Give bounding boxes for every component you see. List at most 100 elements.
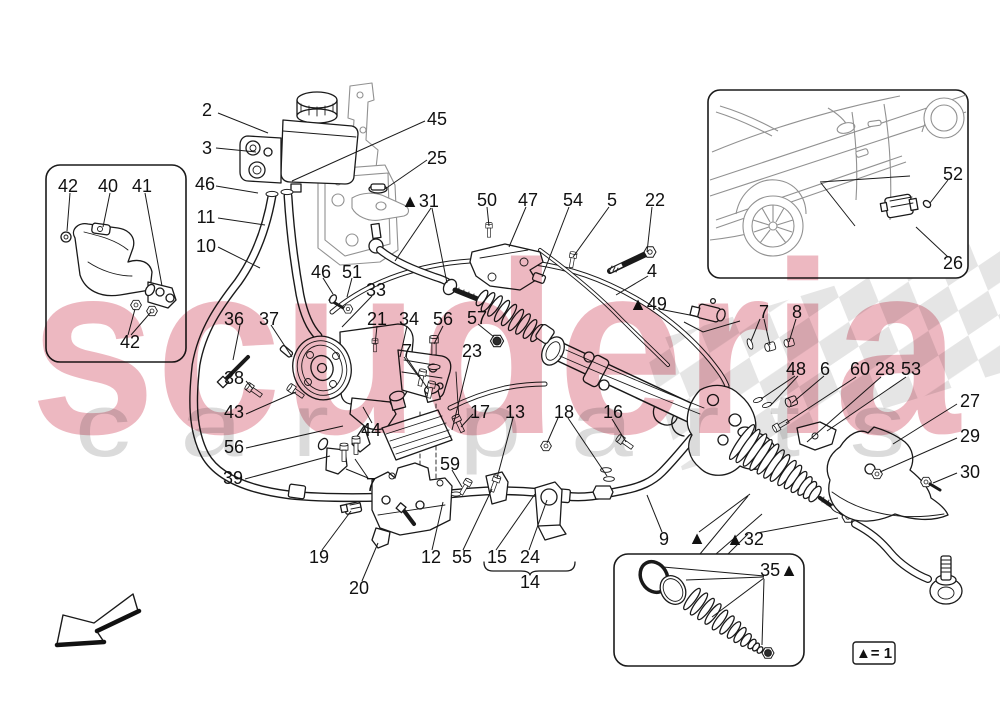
callout-48-51[interactable]: 48 <box>786 359 806 379</box>
callout-60-53[interactable]: 60 <box>850 359 870 379</box>
leader-line <box>403 356 420 378</box>
callout-13-40[interactable]: 13 <box>505 402 525 422</box>
callout-42-7[interactable]: 42 <box>58 176 78 196</box>
callout-26-31[interactable]: 26 <box>943 253 963 273</box>
callout-35t-62[interactable]: 35▲ <box>760 560 798 580</box>
leader-line <box>462 488 493 551</box>
legend-box: ▲= 1 <box>852 641 896 665</box>
leader-line <box>217 112 269 134</box>
callout-46-13[interactable]: 46 <box>311 262 331 282</box>
leader-line <box>217 246 261 269</box>
leader-line <box>541 206 570 278</box>
callout-52-30[interactable]: 52 <box>943 164 963 184</box>
callout-20-45[interactable]: 20 <box>349 578 369 598</box>
callout-40-8[interactable]: 40 <box>98 176 118 196</box>
callout-42-10[interactable]: 42 <box>120 332 140 352</box>
callout-t32-61[interactable]: ▲32 <box>726 529 764 549</box>
callout-10-6[interactable]: 10 <box>196 236 216 256</box>
leader-line <box>528 499 548 551</box>
leader-line <box>346 277 353 298</box>
leader-line <box>567 417 608 477</box>
leader-line <box>572 206 610 258</box>
leader-line <box>892 403 958 445</box>
leader-line <box>750 318 761 342</box>
callout-30-58[interactable]: 30 <box>960 462 980 482</box>
callout-25-3[interactable]: 25 <box>427 148 447 168</box>
callout-45-2[interactable]: 45 <box>427 109 447 129</box>
leader-line <box>495 493 536 551</box>
callout-7-63[interactable]: 7 <box>366 475 376 495</box>
callout-54-23[interactable]: 54 <box>563 190 583 210</box>
leader-line <box>486 206 490 227</box>
callout-29-57[interactable]: 29 <box>960 426 980 446</box>
callout-43-33[interactable]: 43 <box>224 402 244 422</box>
callout-53-55[interactable]: 53 <box>901 359 921 379</box>
callout-23-38[interactable]: 23 <box>462 341 482 361</box>
callout-6-52[interactable]: 6 <box>820 359 830 379</box>
leader-line <box>727 533 749 555</box>
callout-15-48[interactable]: 15 <box>487 547 507 567</box>
leader-line <box>270 324 293 358</box>
legend-label: ▲= 1 <box>856 645 892 662</box>
callout-t-60[interactable]: ▲ <box>688 528 706 548</box>
leader-line <box>354 458 369 479</box>
callout-34-19[interactable]: 34 <box>399 309 419 329</box>
leader-line <box>760 375 796 400</box>
callout-41-9[interactable]: 41 <box>132 176 152 196</box>
leader-line <box>646 206 653 253</box>
callout-47-22[interactable]: 47 <box>518 190 538 210</box>
callout-t31-11[interactable]: ▲31 <box>401 191 439 211</box>
callout-28-54[interactable]: 28 <box>875 359 895 379</box>
callout-33-15[interactable]: 33 <box>366 280 386 300</box>
callout-50-12[interactable]: 50 <box>477 190 497 210</box>
callout-55-47[interactable]: 55 <box>452 547 472 567</box>
callout-12-46[interactable]: 12 <box>421 547 441 567</box>
leader-line <box>915 226 949 258</box>
callout-46-4[interactable]: 46 <box>195 174 215 194</box>
callout-4-26[interactable]: 4 <box>647 261 657 281</box>
leader-line <box>394 207 432 262</box>
callout-56-20[interactable]: 56 <box>433 309 453 329</box>
callout-8-29[interactable]: 8 <box>792 302 802 322</box>
callout-9-59[interactable]: 9 <box>659 529 669 549</box>
leader-line <box>232 324 241 361</box>
callout-5-24[interactable]: 5 <box>607 190 617 210</box>
leader-line <box>769 375 799 407</box>
callout-39-35[interactable]: 39 <box>223 468 243 488</box>
callout-7-37[interactable]: 7 <box>402 341 412 361</box>
callout-27-56[interactable]: 27 <box>960 391 980 411</box>
callout-17-39[interactable]: 17 <box>470 402 490 422</box>
callout-59-43[interactable]: 59 <box>440 454 460 474</box>
leader-line <box>215 147 257 153</box>
callout-56-34[interactable]: 56 <box>224 437 244 457</box>
callout-44-36[interactable]: 44 <box>361 420 381 440</box>
callout-19-44[interactable]: 19 <box>309 547 329 567</box>
leader-line <box>546 417 559 444</box>
leader-line <box>399 325 408 358</box>
leader-line <box>431 501 444 551</box>
callout-14-50[interactable]: 14 <box>520 572 540 592</box>
leader-line <box>144 192 163 287</box>
callout-16-42[interactable]: 16 <box>603 402 623 422</box>
boot-kit-inset-box <box>613 495 805 667</box>
callout-2-0[interactable]: 2 <box>202 100 212 120</box>
top-small-parts <box>368 183 741 333</box>
callout-37-17[interactable]: 37 <box>259 309 279 329</box>
callout-11-5[interactable]: 11 <box>197 207 216 227</box>
callout-t49-27[interactable]: ▲49 <box>629 294 667 314</box>
callout-3-1[interactable]: 3 <box>202 138 212 158</box>
callout-51-14[interactable]: 51 <box>342 262 362 282</box>
leader-line <box>658 308 696 317</box>
callout-38-32[interactable]: 38 <box>224 368 244 388</box>
callout-36-16[interactable]: 36 <box>224 309 244 329</box>
callout-21-18[interactable]: 21 <box>367 309 387 329</box>
callout-7-28[interactable]: 7 <box>759 302 769 322</box>
callout-18-41[interactable]: 18 <box>554 402 574 422</box>
leader-line <box>245 425 344 449</box>
leader-line <box>685 576 765 581</box>
fluid-cooler <box>317 367 467 501</box>
callout-22-25[interactable]: 22 <box>645 190 665 210</box>
leader-line <box>932 472 958 484</box>
callout-57-21[interactable]: 57 <box>467 308 487 328</box>
callout-24-49[interactable]: 24 <box>520 547 540 567</box>
